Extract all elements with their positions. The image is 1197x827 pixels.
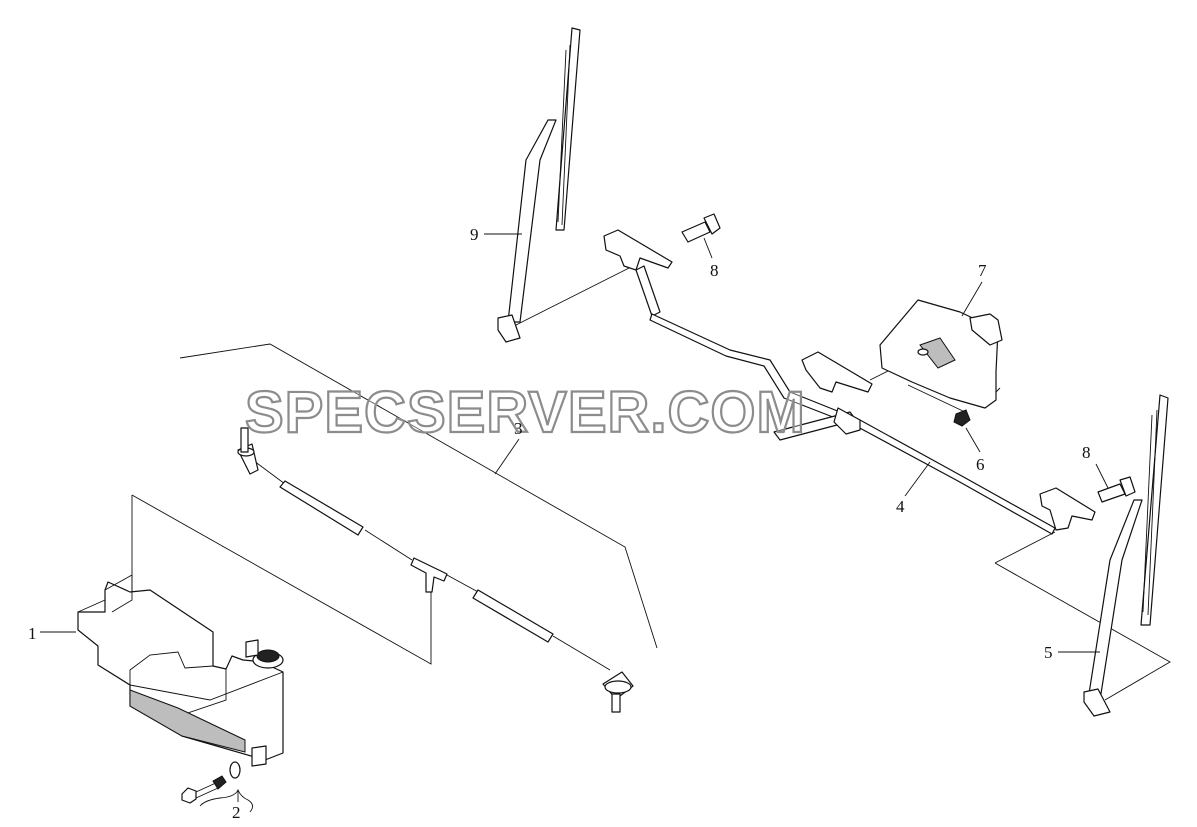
bolt-right (1097, 476, 1136, 503)
callout-label-5: 5 (1044, 643, 1053, 662)
wiper-motor (879, 299, 1003, 409)
callout-label-8-top: 8 (710, 261, 719, 280)
nut (953, 409, 971, 427)
callout-7: 7 (961, 261, 987, 317)
callout-8-top: 8 (703, 237, 719, 280)
callout-8-right: 8 (1082, 443, 1109, 489)
callout-3: 3 (494, 419, 523, 475)
washer-hose-assembly (237, 427, 634, 713)
callout-label-4: 4 (896, 497, 905, 516)
right-wiper-arm-and-blade (1083, 394, 1169, 717)
callout-label-8-right: 8 (1082, 443, 1091, 462)
callout-2: 2 (232, 803, 241, 822)
callout-label-9: 9 (470, 225, 479, 244)
assembly-reference-lines (131, 264, 1171, 701)
callout-label-2: 2 (232, 803, 241, 822)
callout-label-3: 3 (514, 419, 523, 438)
washer-fluid-reservoir (77, 574, 284, 767)
wiper-linkage-rod (603, 229, 1096, 535)
callout-label-1: 1 (28, 624, 37, 643)
callout-label-7: 7 (978, 261, 987, 280)
callout-4: 4 (896, 461, 931, 516)
watermark: SPECSERVER.COM (245, 380, 806, 445)
left-wiper-arm-and-blade (497, 27, 581, 343)
callout-6: 6 (965, 427, 985, 474)
bolt-top (681, 213, 721, 243)
callout-label-6: 6 (976, 455, 985, 474)
mounting-bolt-set (181, 761, 253, 813)
callout-1: 1 (28, 624, 76, 643)
callout-5: 5 (1044, 643, 1100, 662)
callout-9: 9 (470, 225, 522, 244)
